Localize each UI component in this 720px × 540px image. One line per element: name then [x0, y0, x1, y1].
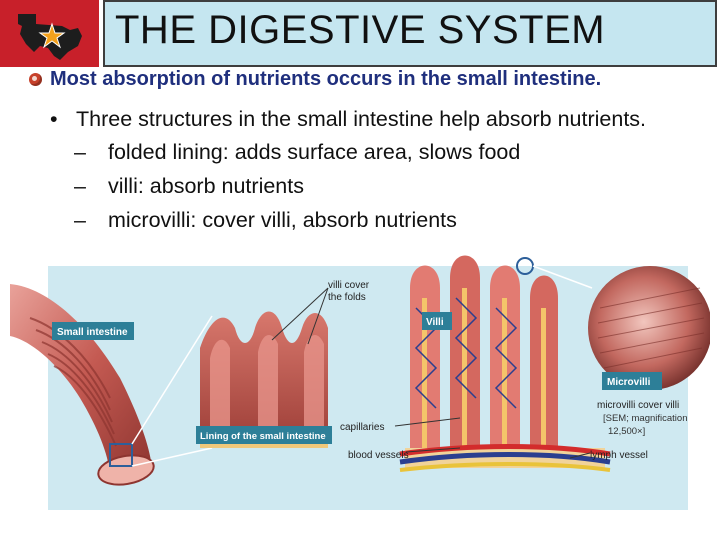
villi-label: Villi [426, 317, 444, 328]
villi-cover-label-line-1: villi cover [328, 280, 370, 291]
sub-item-microvilli: –microvilli: cover villi, absorb nutrien… [74, 208, 457, 233]
main-point: Most absorption of nutrients occurs in t… [50, 68, 601, 91]
sub-item-text: folded lining: adds surface area, slows … [108, 140, 520, 164]
villi-cover-label-line-2: the folds [328, 292, 366, 303]
intestine-illustration: Small intestine Lining of the small inte… [10, 248, 710, 510]
bullet-marker: • [50, 107, 76, 132]
lymph-vessel-label: lymph vessel [590, 450, 648, 461]
sub-item-text: microvilli: cover villi, absorb nutrient… [108, 208, 457, 232]
lining-label: Lining of the small intestine [200, 431, 326, 442]
sub-marker: – [74, 208, 108, 233]
sub-item-text: villi: absorb nutrients [108, 174, 304, 198]
blood-vessels-label: blood vessels [348, 450, 409, 461]
bullet-text: Three structures in the small intestine … [76, 107, 646, 131]
microvilli-label: Microvilli [607, 377, 651, 388]
small-intestine-label: Small intestine [57, 327, 128, 338]
page-title: THE DIGESTIVE SYSTEM [115, 8, 605, 53]
sub-marker: – [74, 174, 108, 199]
microvilli-cover-label: microvilli cover villi [597, 400, 679, 411]
sub-item-folded-lining: –folded lining: adds surface area, slows… [74, 140, 520, 165]
sub-marker: – [74, 140, 108, 165]
sem-magnification-label-line-2: 12,500×] [608, 426, 645, 437]
sub-item-villi: –villi: absorb nutrients [74, 174, 304, 199]
bullet-circle-icon [29, 73, 42, 86]
microvilli-sem [588, 266, 710, 390]
texas-star-logo-icon [0, 0, 99, 67]
intestine-diagram: Small intestine Lining of the small inte… [10, 248, 710, 510]
sem-magnification-label-line-1: [SEM; magnification [603, 413, 687, 424]
capillaries-label: capillaries [340, 422, 384, 433]
bullet-item: •Three structures in the small intestine… [50, 107, 646, 132]
title-bar: THE DIGESTIVE SYSTEM [103, 0, 717, 67]
